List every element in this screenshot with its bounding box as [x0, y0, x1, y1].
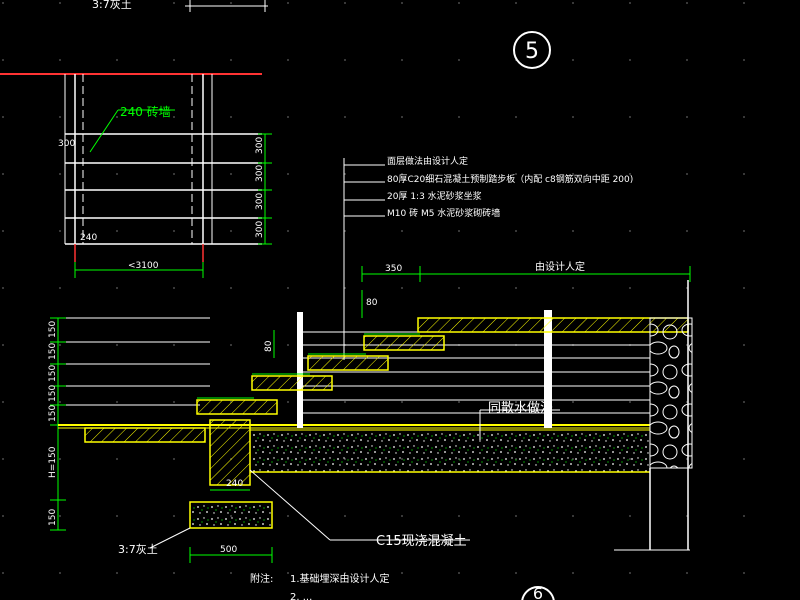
note-title: 附注: [250, 572, 273, 585]
detail-marker-5: 5 [513, 31, 551, 69]
concrete-label: C15现浇混凝土 [376, 533, 467, 549]
dim-350: 350 [385, 264, 402, 274]
left-dim-chain: 150 150 150 150 150 H=150 150 [48, 317, 210, 531]
top-left-remnant: 3:7灰土 [92, 0, 268, 12]
detail-number: 5 [525, 39, 539, 64]
next-detail-number: 6 [533, 584, 543, 600]
dim-small-vertical: 80 [366, 298, 378, 308]
stair-section [58, 280, 693, 551]
left-dim-6: 150 [48, 509, 58, 526]
plan-step-dim-3: 300 [255, 193, 265, 210]
dim-by-designer: 由设计人定 [535, 260, 585, 273]
top-left-label: 3:7灰土 [92, 0, 132, 11]
notes: 附注: 1.基础埋深由设计人定 2. ... [250, 572, 390, 600]
note-1: 1.基础埋深由设计人定 [290, 572, 390, 585]
left-dim-5: 150 [48, 405, 58, 422]
plan-view: 240 砖墙 300 240 <3100 300 300 300 300 [0, 73, 272, 278]
base-dim: 500 [220, 545, 237, 555]
drainage-label: 同散水做法 [488, 401, 553, 416]
wall-label: 240 砖墙 [120, 104, 171, 119]
left-dim-4: 150 [48, 385, 58, 402]
detail-marker-6: 6 [521, 584, 555, 600]
left-dim-long: H=150 [48, 446, 58, 478]
plan-dim-width: <3100 [128, 261, 159, 271]
callout-4: M10 砖 M5 水泥砂浆砌砖墙 [387, 207, 500, 219]
footing-dim: 240 [226, 479, 243, 489]
plan-dim-top: 300 [58, 139, 75, 149]
callout-2: 80厚C20细石混凝土预制踏步板（内配 c8钢筋双向中距 200) [387, 173, 633, 185]
bottom-left-label: 3:7灰土 [118, 542, 158, 556]
footing-annotations: 240 500 3:7灰土 C15现浇混凝土 同散水做法 [118, 401, 560, 563]
plan-step-dim-2: 300 [255, 165, 265, 182]
callout-1: 面层做法由设计人定 [387, 155, 468, 167]
plan-step-dim-4: 300 [255, 221, 265, 238]
left-dim-2: 150 [48, 343, 58, 360]
material-callouts: 面层做法由设计人定 80厚C20细石混凝土预制踏步板（内配 c8钢筋双向中距 2… [343, 155, 633, 360]
left-dim-1: 150 [48, 321, 58, 338]
section-top-dims: 350 由设计人定 80 80 [264, 260, 691, 358]
plan-step-dim-1: 300 [255, 137, 265, 154]
callout-3: 20厚 1:3 水泥砂浆坐浆 [387, 190, 482, 202]
left-dim-3: 150 [48, 365, 58, 382]
dim-riser: 80 [264, 340, 274, 352]
note-2: 2. ... [290, 592, 312, 600]
plan-dim-bottom: 240 [80, 233, 97, 243]
